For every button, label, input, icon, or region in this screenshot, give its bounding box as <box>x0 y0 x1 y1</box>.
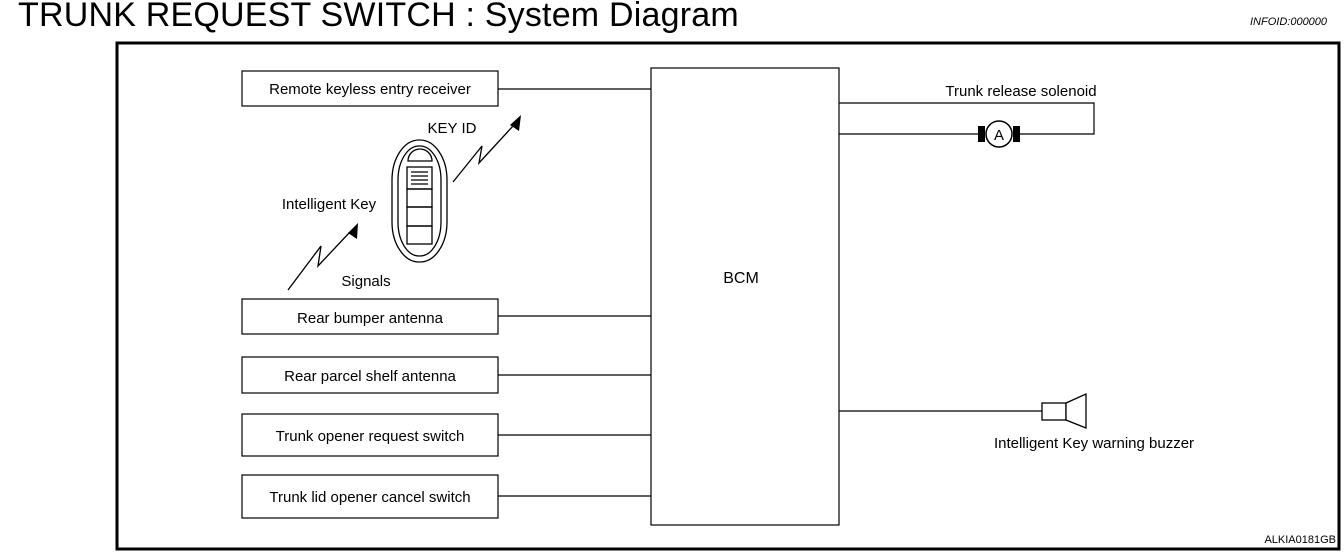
signals-label: Signals <box>341 273 390 290</box>
intelligent-key-label: Intelligent Key <box>282 196 377 213</box>
component-label: Rear parcel shelf antenna <box>284 368 456 385</box>
component-label: Rear bumper antenna <box>297 310 444 327</box>
component-trunk-opener-request-switch: Trunk opener request switch <box>241 413 499 457</box>
component-rear-bumper-antenna: Rear bumper antenna <box>241 298 499 335</box>
page-title: TRUNK REQUEST SWITCH : System Diagram <box>18 0 739 34</box>
intelligent-key-icon <box>391 139 448 263</box>
component-label: Remote keyless entry receiver <box>269 81 471 98</box>
solenoid-motor-icon: A <box>978 120 1020 148</box>
bcm-module: BCM <box>650 67 840 526</box>
trunk-release-solenoid-circuit <box>839 102 1095 135</box>
diagram-frame <box>115 41 1341 551</box>
component-remote-keyless-entry-receiver: Remote keyless entry receiver <box>241 70 499 107</box>
solenoid-label: Trunk release solenoid <box>945 83 1096 100</box>
component-trunk-lid-opener-cancel-switch: Trunk lid opener cancel switch <box>241 474 499 519</box>
component-label: Trunk lid opener cancel switch <box>269 489 470 506</box>
key-id-label: KEY ID <box>428 120 477 137</box>
solenoid-symbol: A <box>994 127 1004 144</box>
figure-code: ALKIA0181GB <box>1264 534 1336 546</box>
key-id-signal-icon <box>452 115 521 183</box>
component-label: Trunk opener request switch <box>276 428 465 445</box>
antenna-signal-icon <box>287 223 358 291</box>
info-id: INFOID:000000 <box>1250 16 1328 28</box>
buzzer-icon <box>1041 392 1087 429</box>
buzzer-label: Intelligent Key warning buzzer <box>994 435 1194 452</box>
component-rear-parcel-shelf-antenna: Rear parcel shelf antenna <box>241 356 499 394</box>
bcm-label: BCM <box>723 270 759 287</box>
left-connections <box>498 88 651 497</box>
